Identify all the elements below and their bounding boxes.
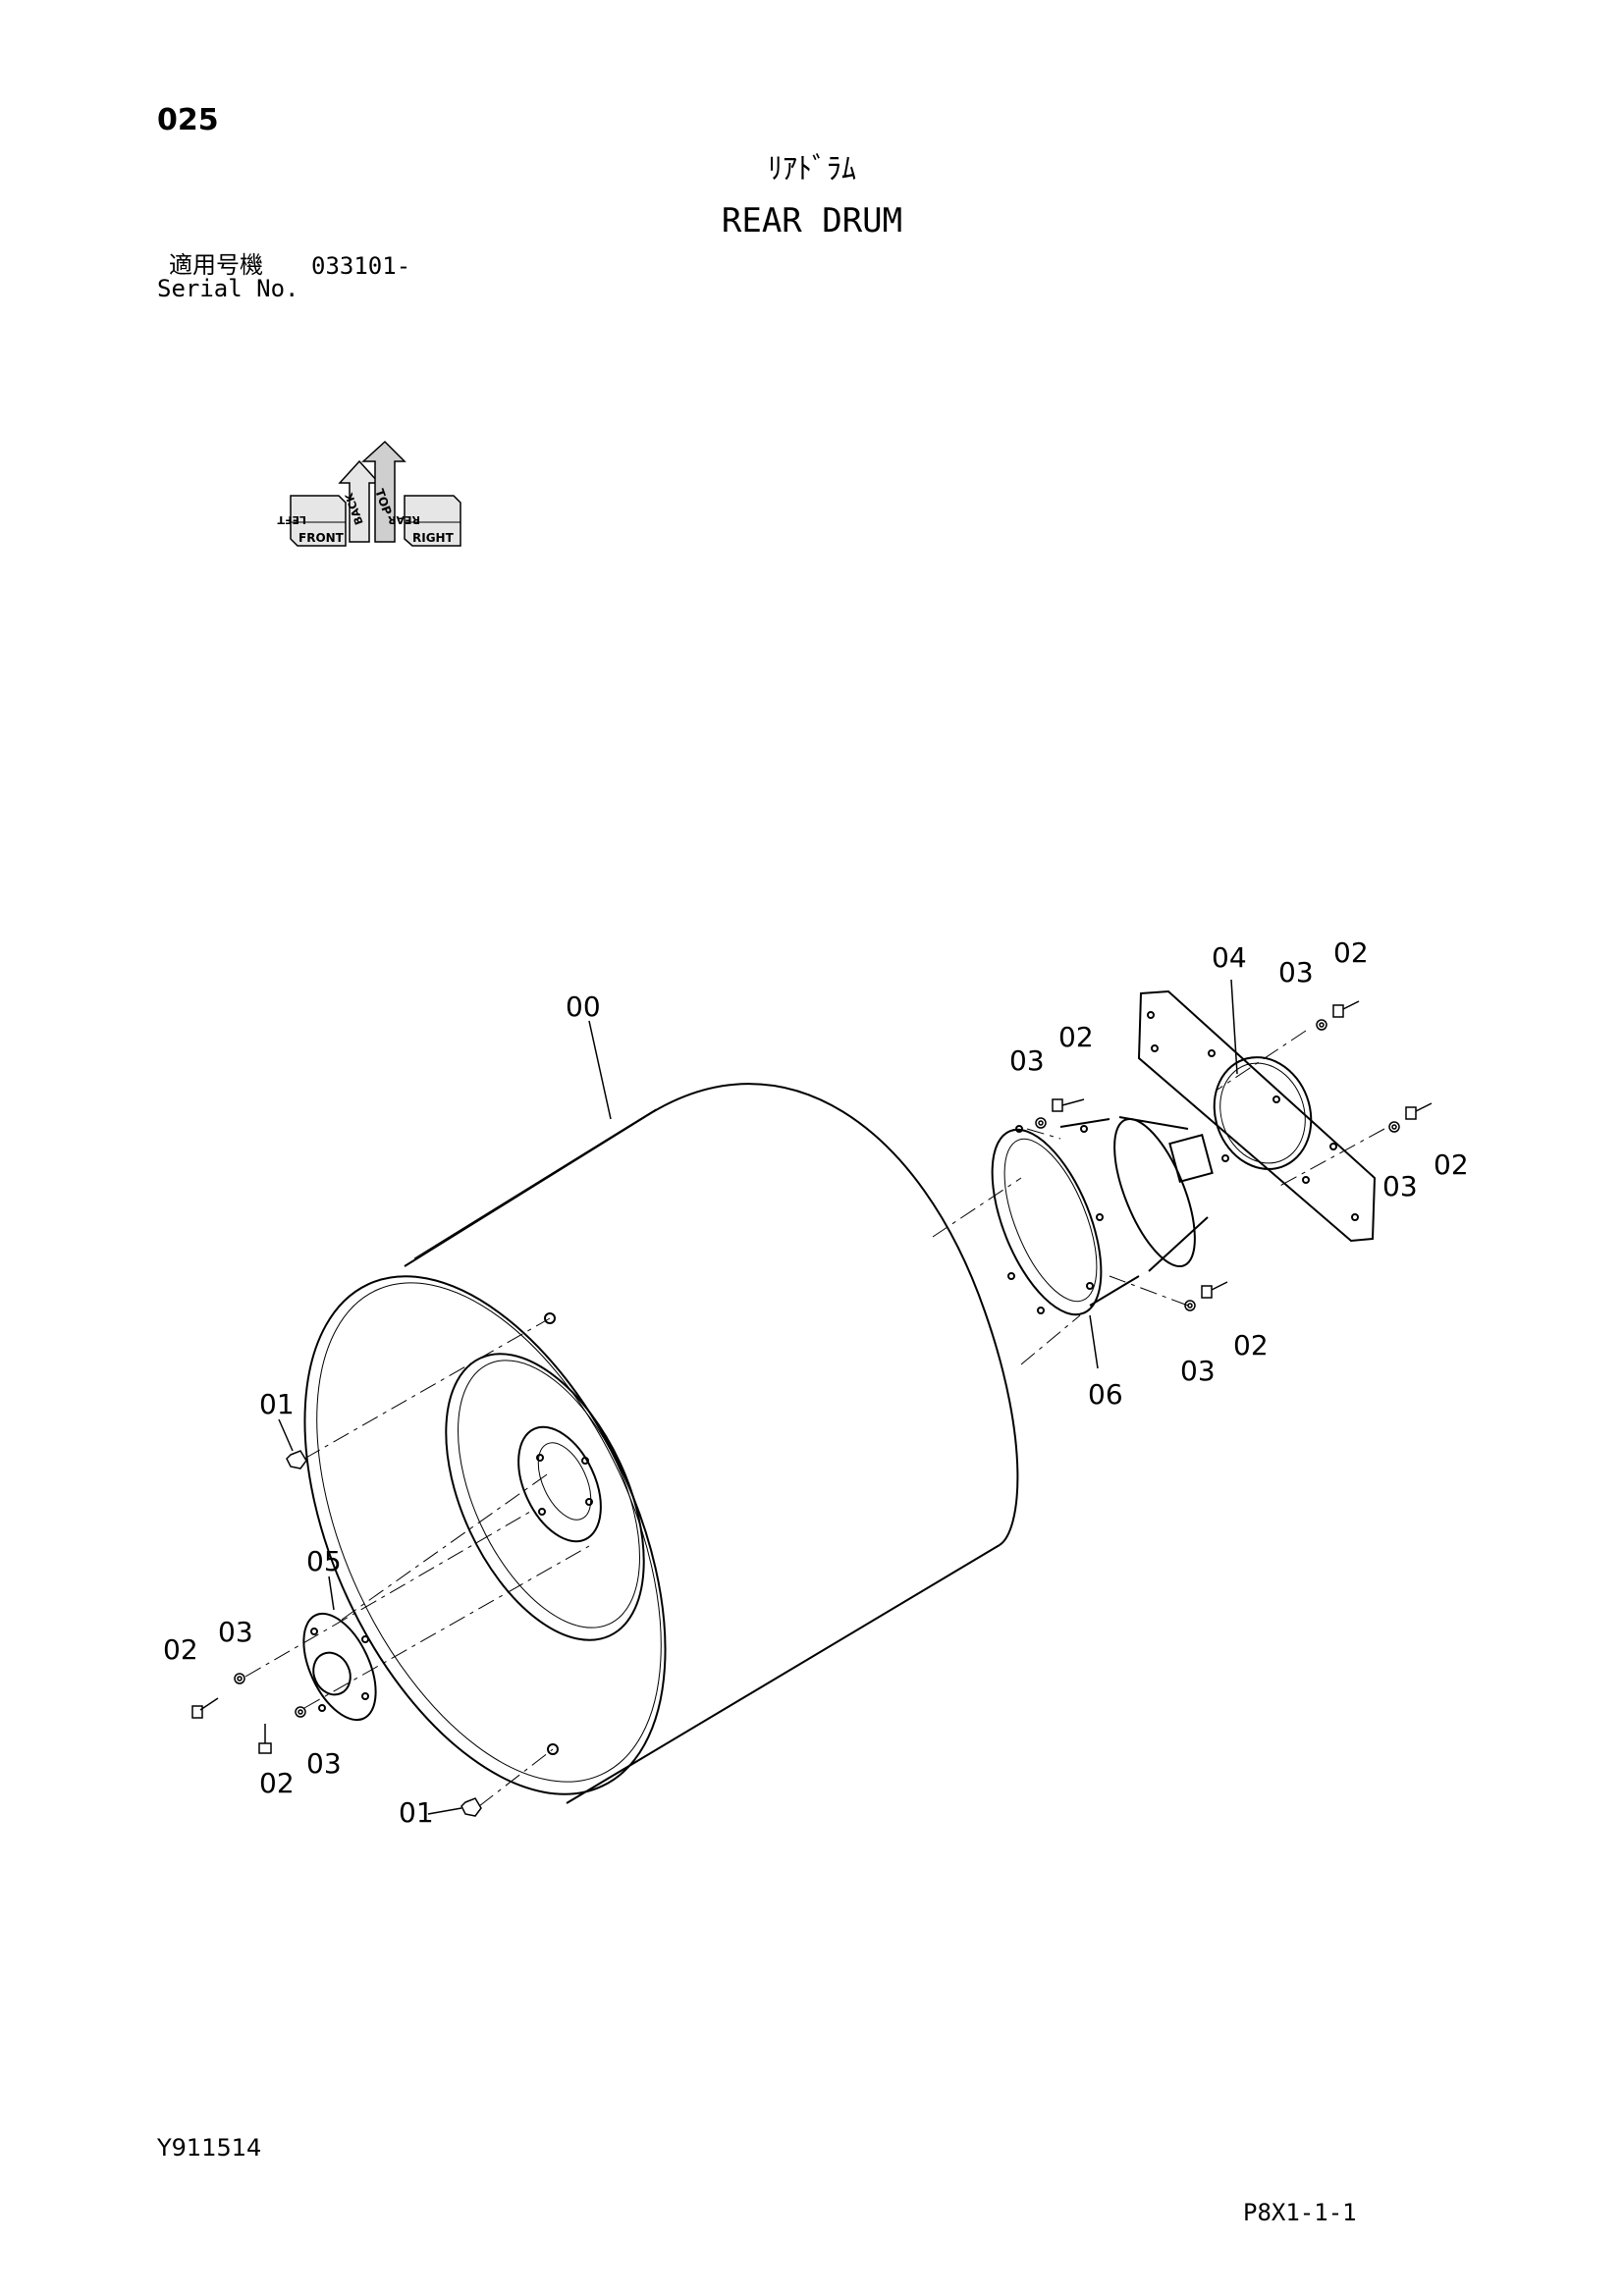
flange bbox=[302, 1612, 377, 1722]
callout-label: 05 bbox=[306, 1545, 342, 1577]
callout-label: 02 bbox=[163, 1633, 198, 1666]
serial-label-japanese: 適用号機 bbox=[169, 251, 263, 279]
page-number: 025 bbox=[157, 103, 219, 137]
fasteners bbox=[191, 1000, 1433, 1817]
serial-label: Serial No. bbox=[157, 275, 299, 302]
assembly-lines bbox=[244, 1030, 1385, 1807]
callout-label: 03 bbox=[218, 1616, 253, 1648]
callout-label: 01 bbox=[259, 1388, 295, 1420]
callout-label: 02 bbox=[1058, 1021, 1094, 1053]
callout-label: 03 bbox=[306, 1747, 342, 1780]
page-title: REAR DRUM bbox=[721, 201, 903, 240]
callout-label: 04 bbox=[1212, 941, 1247, 974]
orientation-label: LEFT bbox=[277, 513, 306, 526]
callout-label: 02 bbox=[259, 1767, 295, 1799]
callout-label: 03 bbox=[1180, 1355, 1216, 1387]
callout-label: 03 bbox=[1382, 1170, 1418, 1202]
drum-motor bbox=[991, 1116, 1214, 1316]
orientation-label: FRONT bbox=[298, 531, 345, 545]
callout-label: 03 bbox=[1278, 956, 1314, 988]
callout-label: 02 bbox=[1233, 1329, 1269, 1362]
orientation-icon: FRONT TOP RIGHT LEFT BACK REAR bbox=[277, 440, 461, 547]
rear-drum bbox=[303, 1083, 1019, 1804]
orientation-label: RIGHT bbox=[412, 531, 455, 545]
callout-label: 06 bbox=[1088, 1378, 1123, 1411]
callout-label: 01 bbox=[399, 1796, 434, 1829]
page-code: P8X1-1-1 bbox=[1243, 2199, 1357, 2226]
callout-label: 03 bbox=[1009, 1044, 1045, 1077]
mounting-plate bbox=[1137, 989, 1377, 1243]
callout-label: 02 bbox=[1333, 936, 1369, 969]
callouts: 00 01 01 02 02 02 02 02 02 03 03 03 03 0… bbox=[163, 936, 1469, 1829]
orientation-label: REAR bbox=[388, 513, 420, 526]
callout-label: 00 bbox=[566, 990, 601, 1023]
serial-number-value: 033101- bbox=[311, 252, 411, 280]
callout-label: 02 bbox=[1434, 1148, 1469, 1181]
page-title-japanese: ﾘｱﾄﾞﾗﾑ bbox=[768, 152, 856, 187]
drawing-code: Y911514 bbox=[157, 2134, 262, 2162]
leader-lines bbox=[278, 979, 1238, 1815]
